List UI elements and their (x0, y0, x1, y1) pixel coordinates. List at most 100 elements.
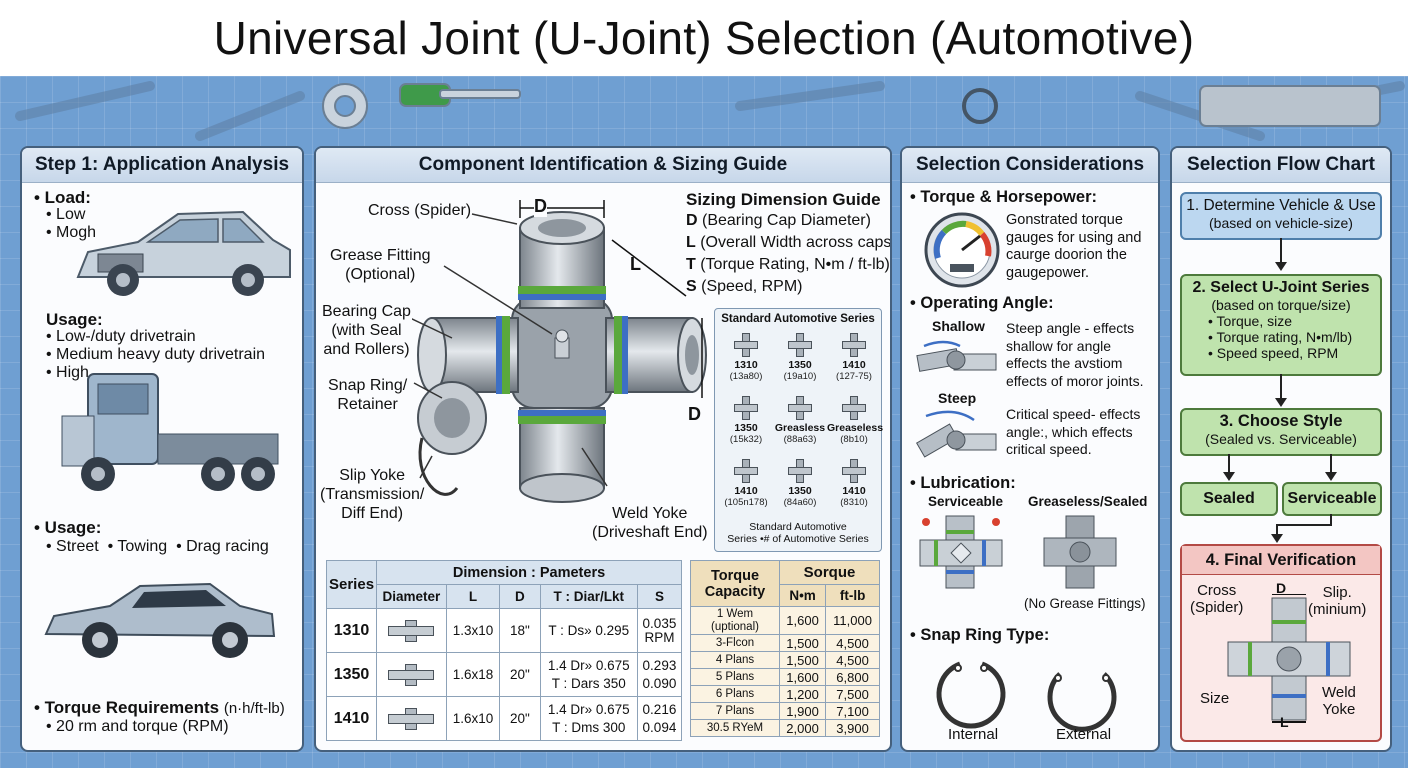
series-item: Greasless(88a63) (773, 394, 827, 456)
usage-item-high: • High (46, 364, 89, 381)
torque-requirements-unit: (n·h/ft-lb) (223, 700, 285, 717)
d-cell: 18" (499, 608, 541, 653)
series-item-sub: (15k32) (729, 434, 763, 445)
page-title: Universal Joint (U-Joint) Selection (Aut… (0, 0, 1408, 76)
panel-header: Selection Considerations (902, 148, 1158, 183)
nm-cell: 2,000 (778, 719, 827, 737)
series-item-sub: (105n178) (724, 497, 768, 508)
ftlb-cell: 6,800 (825, 668, 880, 686)
sedan-illustration (76, 210, 291, 296)
dimension-d-right: D (688, 404, 701, 424)
flow-step-sub: (based on vehicle-size) (1209, 215, 1353, 231)
torque-horsepower-label: • Torque & Horsepower: (910, 188, 1097, 206)
application-analysis-panel: Step 1: Application Analysis • Load: • L… (20, 146, 304, 752)
shallow-angle-icon (916, 340, 997, 372)
sizing-row-t: T (Torque Rating, N•m / ft-lb) (686, 256, 890, 274)
series-item-name: 1350 (788, 485, 812, 497)
series-item-name: 1310 (734, 359, 758, 371)
ftlb-cell: 4,500 (825, 634, 880, 652)
series-item: 1310(13a80) (719, 331, 773, 393)
label-slip-yoke: Slip Yoke (Transmission/ Diff End) (320, 467, 425, 522)
col-s: S (636, 584, 683, 609)
mini-u-joint-icon (842, 459, 866, 483)
panel-header: Step 1: Application Analysis (22, 148, 302, 183)
ftlb-cell: 11,000 (825, 606, 880, 635)
t-cell: T : Ds» 0.295 (539, 608, 638, 653)
series-item-name: Greasless (774, 422, 826, 434)
internal-snap-ring-icon (936, 661, 1006, 729)
operating-angle-label: • Operating Angle: (910, 294, 1054, 312)
ftlb-cell: 3,900 (825, 719, 880, 737)
usage-items-racing: • Street • Towing • Drag racing (46, 538, 269, 555)
serviceable-label: Serviceable (928, 494, 1004, 509)
torque-label-cell: 3-Flcon (690, 634, 780, 652)
series-item-sub: (127-75) (836, 371, 872, 382)
steep-text: Critical speed- effects angle:, which ef… (1006, 406, 1141, 457)
flow-step-item: • Torque, size (1208, 313, 1293, 329)
external-label: External (1056, 726, 1112, 743)
flow-step-title: 3. Choose Style (1219, 412, 1343, 430)
usage-label-2: • Usage: (34, 518, 102, 537)
torque-horsepower-text: Gonstrated torque gauges for using and c… (1006, 212, 1142, 281)
flow-arrow (1271, 534, 1283, 543)
torque-label-cell: 1 Wem (uptional) (690, 606, 780, 635)
series-item-name: 1350 (788, 359, 812, 371)
flow-step-title: 2. Select U-Joint Series (1192, 279, 1370, 296)
s-cell: 0.216 0.094 (636, 696, 683, 741)
nm-cell: 1,500 (778, 634, 827, 652)
series-cell: 1350 (325, 652, 378, 697)
series-item-name: 1410 (842, 485, 866, 497)
sizing-key: D (686, 212, 698, 229)
series-item-sub: (84a60) (783, 497, 817, 508)
mini-u-joint-icon (734, 459, 758, 483)
greaseless-label: Greaseless/Sealed (1028, 494, 1148, 509)
series-item-name: 1410 (734, 485, 758, 497)
steep-angle-icon (915, 410, 997, 458)
torque-label-cell: 7 Plans (690, 702, 780, 720)
flow-arrow (1275, 262, 1287, 271)
series-cell: 1310 (325, 608, 378, 653)
flow-option-serviceable: Serviceable (1282, 482, 1382, 516)
sizing-row-l: L (Overall Width across caps) (686, 234, 890, 252)
series-item-sub: (13a80) (729, 371, 763, 382)
flow-connector (1276, 524, 1278, 536)
t-value: 1.4 Dr» 0.675 (547, 657, 630, 673)
series-item: 1410(8310) (827, 457, 881, 519)
label-cross-spider: Cross (Spider) (368, 202, 472, 219)
torque-requirements-heading: • Torque Requirements (n·h/ft-lb) (34, 698, 285, 718)
d-cell: 20" (499, 652, 541, 697)
torque-requirement-item: • 20 rm and torque (RPM) (46, 718, 229, 735)
mini-u-joint-icon (388, 663, 435, 686)
flow-connector (1330, 454, 1332, 474)
verify-size-label: Size (1200, 690, 1230, 707)
mini-u-joint-icon (388, 707, 435, 730)
final-verification-u-joint-icon (1227, 594, 1351, 723)
series-col-header: Series (325, 560, 378, 609)
panel-header: Component Identification & Sizing Guide (316, 148, 890, 183)
flow-step-1: 1. Determine Vehicle & Use (based on veh… (1180, 192, 1382, 240)
flow-step-title: 1. Determine Vehicle & Use (1186, 197, 1376, 214)
nm-cell: 1,600 (778, 606, 827, 635)
s-value: 0.094 (642, 719, 677, 735)
mini-u-joint-icon (734, 333, 758, 357)
flow-step-3: 3. Choose Style (Sealed vs. Serviceable) (1180, 408, 1382, 456)
torque-label-cell: 6 Plans (690, 685, 780, 703)
flow-option-sealed: Sealed (1180, 482, 1278, 516)
muscle-car-illustration (44, 582, 276, 658)
sizing-row-d: D (Bearing Cap Diameter) (686, 212, 871, 230)
steep-label: Steep (938, 390, 977, 406)
torque-label-cell: 5 Plans (690, 668, 780, 686)
flow-step-sub: (based on torque/size) (1211, 297, 1351, 313)
series-item: 1410(105n178) (719, 457, 773, 519)
torque-label-cell: 4 Plans (690, 651, 780, 669)
label-grease-fitting: Grease Fitting (Optional) (330, 247, 431, 283)
s-value: 0.216 (642, 701, 677, 717)
dimension-d-top: D (534, 196, 547, 217)
diameter-icon (376, 696, 447, 741)
nm-cell: 1,500 (778, 651, 827, 669)
